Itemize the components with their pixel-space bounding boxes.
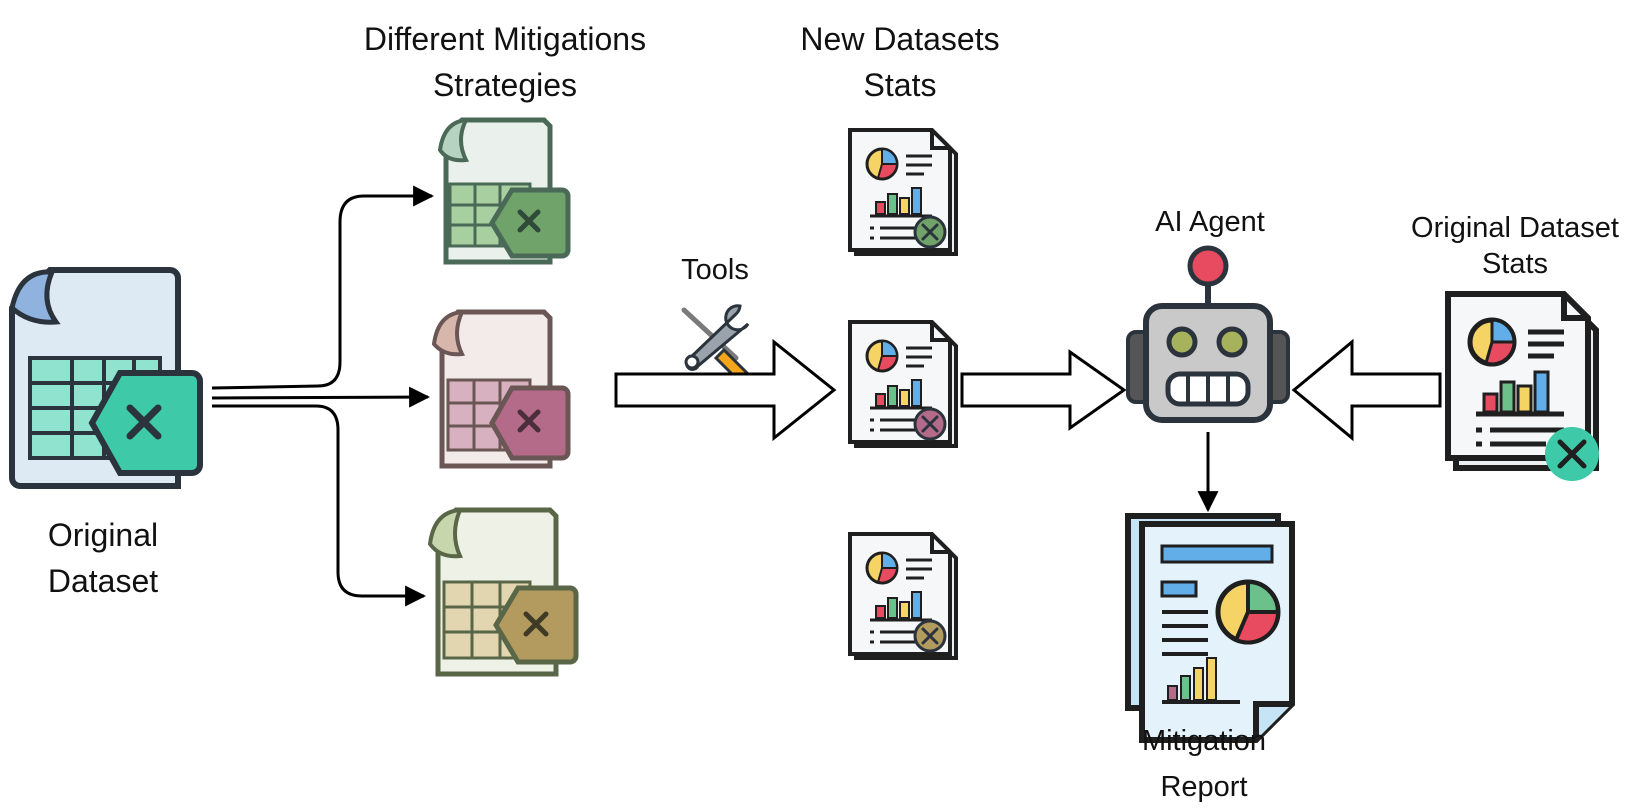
tools-arrow (614, 338, 837, 442)
stats-to-agent-arrow (960, 349, 1127, 431)
original-dataset-label: Original Dataset (8, 512, 198, 604)
wrench-screwdriver-icon (681, 304, 751, 385)
report-document-icon (1125, 513, 1295, 743)
stats-report-olive-icon (848, 532, 958, 660)
report-label-line1: Mitigation (1141, 725, 1267, 757)
mitigations-title-line1: Different Mitigations (363, 21, 647, 57)
mitigated-dataset-pink-icon (431, 309, 571, 469)
new-stats-title-line2: Stats (863, 67, 937, 103)
original-stats-label-line1: Original Dataset (1411, 212, 1619, 244)
original-stats-label: Original Dataset Stats (1390, 210, 1640, 282)
ai-agent-label: AI Agent (1155, 206, 1265, 238)
original-dataset-icon (9, 267, 203, 489)
mitigated-dataset-olive-icon (427, 507, 579, 677)
mitigations-title-line2: Strategies (432, 67, 578, 103)
original-dataset-label-line2: Dataset (47, 563, 159, 599)
original-dataset-label-line1: Original (47, 517, 159, 553)
new-stats-title-line1: New Datasets (800, 21, 1000, 57)
stats-report-pink-icon (848, 320, 958, 448)
mitigations-title: Different Mitigations Strategies (320, 16, 690, 108)
mitigated-dataset-green-icon (437, 117, 571, 265)
robot-icon (1126, 245, 1290, 423)
branch-arrows (211, 185, 435, 607)
stats-report-green-icon (848, 128, 958, 256)
original-stats-icon (1445, 291, 1599, 481)
report-label-line2: Report (1160, 771, 1248, 803)
new-stats-title: New Datasets Stats (760, 16, 1040, 108)
report-label: Mitigation Report (1104, 718, 1304, 810)
original-stats-to-agent-arrow (1291, 338, 1442, 442)
original-stats-label-line2: Stats (1481, 248, 1549, 280)
tools-label: Tools (681, 254, 749, 286)
